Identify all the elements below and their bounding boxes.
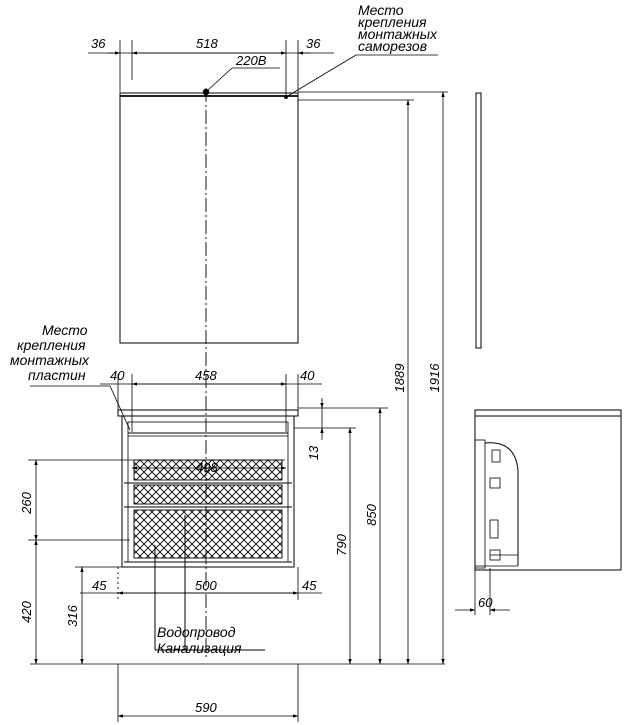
dim-total-height: 1916 — [427, 363, 442, 393]
pipes: Водопровод Канализация — [154, 515, 265, 656]
dim-drawer-width: 498 — [196, 460, 218, 475]
countertop-width-dimension: 40 458 40 — [100, 368, 322, 432]
cabinet-note-line-1: Место — [42, 322, 88, 338]
dim-pipe-height: 316 — [65, 604, 80, 626]
mirror-note-line-4: саморезов — [358, 38, 427, 54]
cabinet-mount-note: Место крепления монтажных пластин — [10, 322, 131, 431]
dim-base-width: 500 — [195, 578, 217, 593]
cabinet-note-line-2: крепления — [17, 337, 86, 353]
dim-top-left-margin: 40 — [110, 368, 125, 383]
side-countertop — [474, 409, 622, 417]
dim-bottom-height: 420 — [19, 600, 34, 622]
cabinet-note-line-4: пластин — [28, 367, 86, 383]
outlet-callout: 220В — [207, 53, 280, 91]
side-body — [474, 415, 622, 571]
countertop — [117, 409, 299, 417]
outlet-point — [202, 88, 210, 96]
mirror-note-line-3: монтажных — [358, 26, 438, 42]
cabinet-front-view — [117, 409, 299, 568]
left-vertical-dimensions: 260 420 316 — [19, 459, 285, 665]
dim-side-depth: 60 — [478, 595, 493, 610]
mirror-front-view — [119, 88, 299, 660]
cabinet-side-view — [474, 409, 622, 571]
mirror-note-line-2: крепления — [358, 14, 427, 30]
dim-mirror-right-margin: 36 — [306, 36, 321, 51]
mirror-outline — [119, 92, 299, 344]
cabinet-note-line-3: монтажных — [10, 352, 90, 368]
dim-drawer-height: 260 — [19, 491, 34, 514]
mirror-mount-note: Место крепления монтажных саморезов — [285, 2, 438, 98]
dim-total-width: 590 — [195, 700, 217, 715]
side-back-panel — [474, 439, 486, 569]
dim-base-left-margin: 45 — [92, 578, 107, 593]
base-width-dimension: 45 500 45 — [80, 567, 322, 600]
outlet-label: 220В — [235, 53, 267, 68]
mirror-note-line-1: Место — [358, 2, 404, 18]
mirror-side-view — [475, 92, 482, 349]
mirror-width-dimension: 36 518 36 — [88, 36, 334, 95]
drawer-hatch-2 — [133, 484, 283, 505]
sewerage-label: Канализация — [157, 640, 242, 656]
drawer-width-dimension: 498 — [131, 460, 287, 475]
dim-mirror-left-margin: 36 — [91, 36, 106, 51]
dim-top-offset: 13 — [306, 445, 321, 460]
dim-mirror-width: 518 — [196, 36, 218, 51]
dim-top-right-margin: 40 — [300, 368, 315, 383]
dim-top-width: 458 — [195, 368, 217, 383]
right-vertical-dimensions: 13 790 850 1889 1916 — [294, 91, 448, 665]
side-sink-bowl — [484, 442, 519, 566]
dim-cabinet-mount-height: 790 — [334, 533, 349, 555]
dim-base-right-margin: 45 — [302, 578, 317, 593]
total-width-dimension: 590 — [30, 663, 445, 722]
dim-mirror-mount-height: 1889 — [392, 364, 407, 393]
side-depth-dimension: 60 — [455, 568, 510, 615]
water-supply-label: Водопровод — [157, 624, 236, 640]
cabinet-body — [121, 415, 295, 568]
dim-cabinet-height: 850 — [364, 503, 379, 525]
drawer-hatch-3 — [133, 509, 283, 559]
